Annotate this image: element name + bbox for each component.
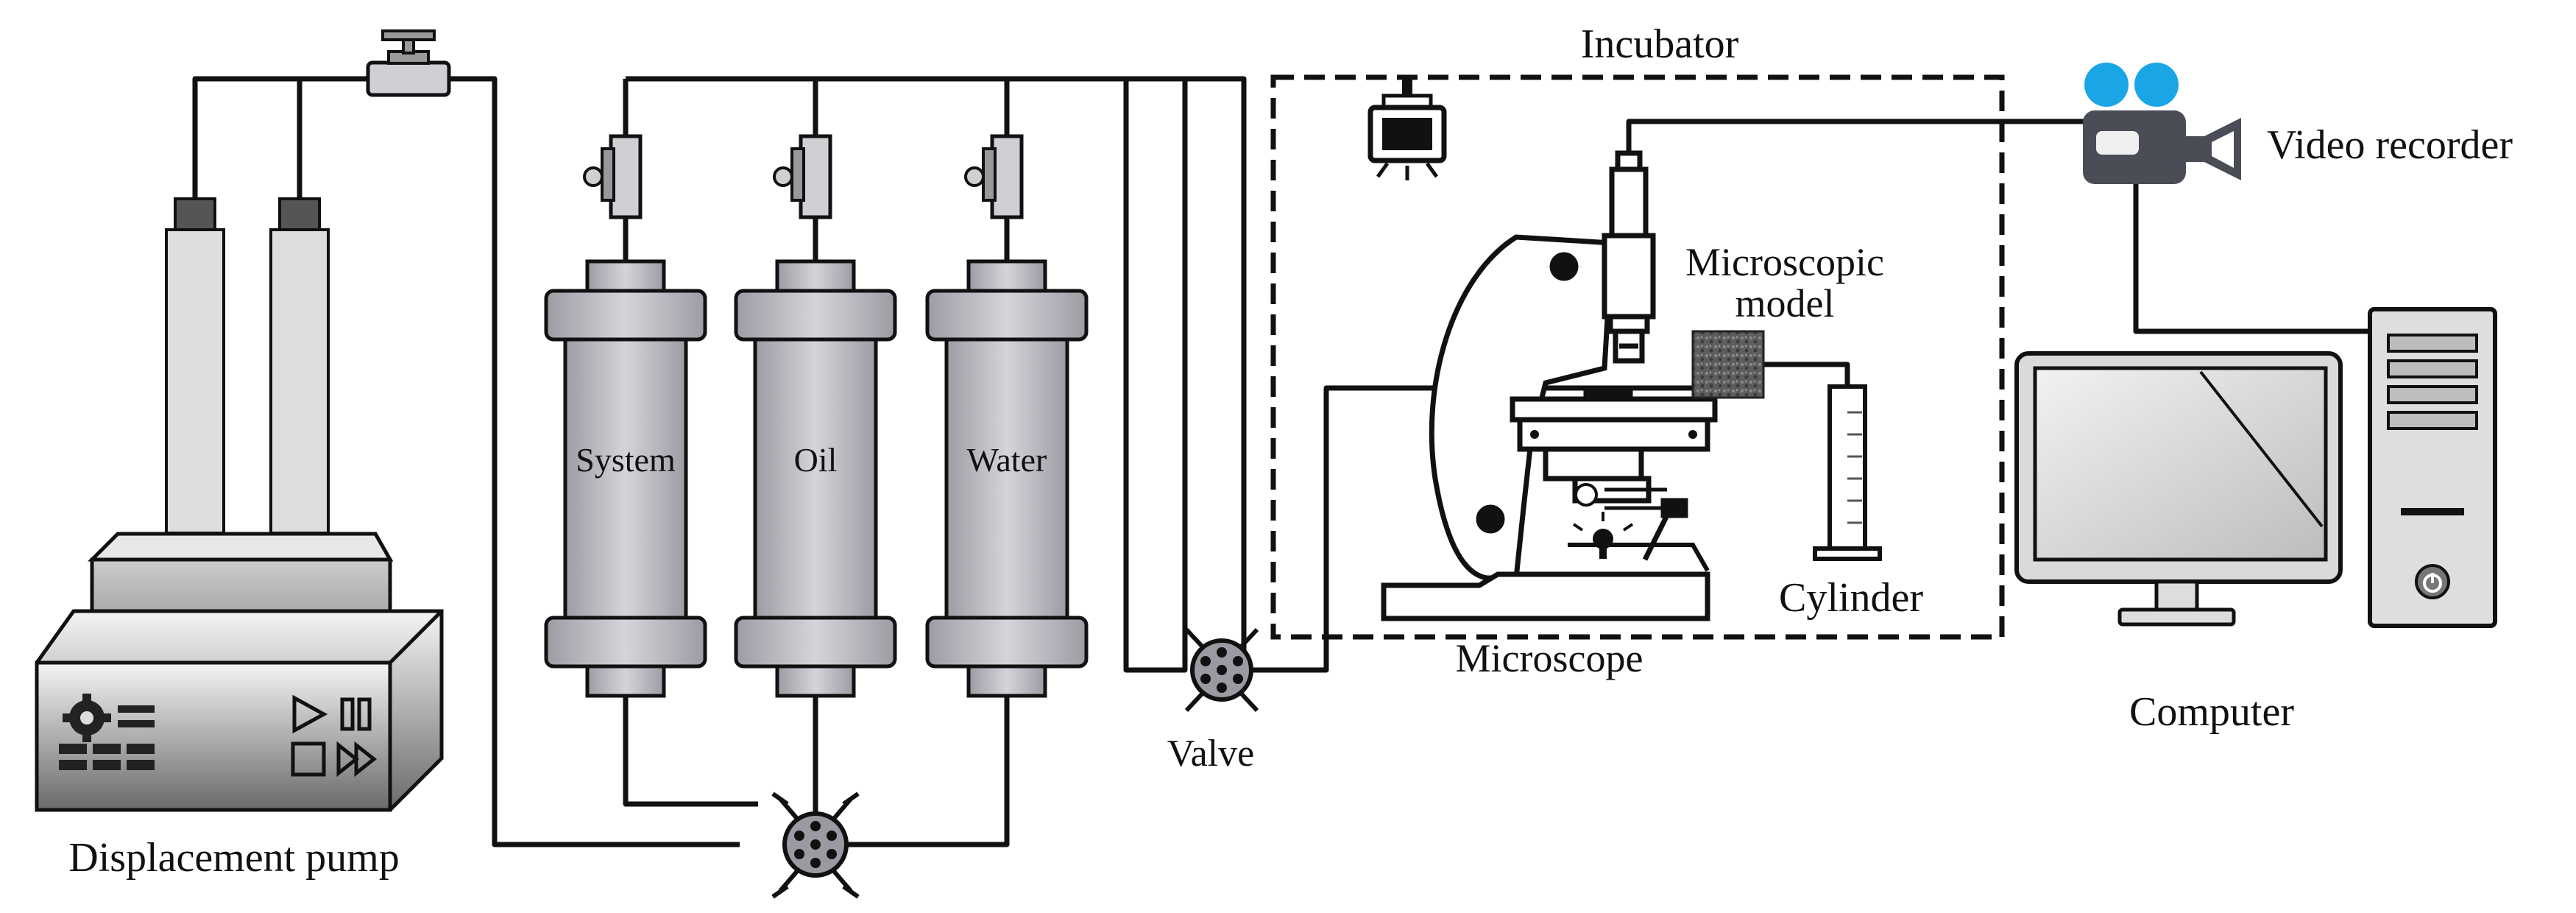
microscope-label: Microscope [1456, 636, 1643, 680]
pipe-microscope-to-recorder [1626, 119, 2094, 155]
bottom-multiport-valve [771, 792, 860, 899]
pipe-network [192, 76, 2374, 847]
recorder-reel-right [2134, 63, 2179, 107]
stop-icon [291, 741, 326, 777]
keypad-icon [59, 705, 155, 770]
video-recorder [2083, 63, 2241, 184]
play-icon [292, 694, 328, 734]
container-oil-valve [773, 134, 832, 219]
pipe-top-branch-3 [1123, 79, 1170, 673]
pipe-top-branch-2 [1170, 79, 1188, 673]
gear-icon [63, 694, 111, 742]
displacement-pump [35, 197, 444, 812]
container-oil-label: Oil [794, 441, 838, 479]
microscope [1381, 150, 1718, 621]
incubator-boundary [1270, 74, 2005, 640]
microscopic-model [1691, 330, 1765, 399]
microscopic-model-label-line2: model [1735, 281, 1835, 325]
pump-outlet-valve [366, 29, 451, 97]
pipe-bottom-water [845, 688, 1010, 847]
displacement-pump-label: Displacement pump [68, 835, 399, 881]
container-water-valve [964, 134, 1024, 219]
container-water: Water [925, 134, 1089, 698]
computer [2014, 307, 2497, 628]
container-system: System [544, 134, 707, 698]
measuring-cylinder [1813, 384, 1882, 561]
microscopic-model-label-line1: Microscopic [1685, 240, 1884, 284]
video-recorder-label: Video recorder [2267, 122, 2513, 168]
fast-forward-icon [336, 741, 378, 778]
pipe-bottom-system [623, 688, 758, 807]
valve-label: Valve [1167, 733, 1254, 775]
outlet-multiport-valve [1184, 627, 1259, 713]
container-water-label: Water [967, 441, 1047, 479]
cylinder-label: Cylinder [1779, 575, 1923, 621]
power-icon [2415, 564, 2450, 599]
container-system-label: System [576, 441, 676, 479]
pause-icon [340, 697, 372, 731]
pipe-pump-top [192, 76, 740, 847]
recorder-reel-left [2084, 63, 2129, 107]
pipe-top-main [626, 76, 1247, 673]
container-oil: Oil [734, 134, 897, 698]
computer-label: Computer [2129, 689, 2294, 735]
incubator-label: Incubator [1581, 21, 1739, 67]
container-system-valve [583, 134, 643, 219]
pipe-recorder-to-computer [2133, 184, 2374, 334]
incubator-lamp-icon [1367, 77, 1447, 180]
